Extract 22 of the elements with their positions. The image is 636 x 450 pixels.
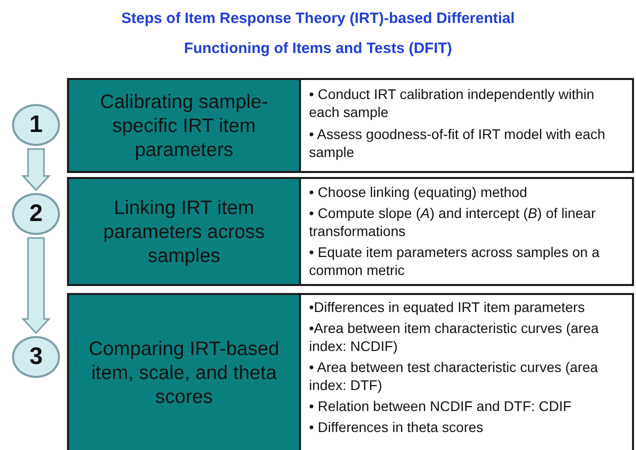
diagram-title: Steps of Item Response Theory (IRT)-based Differential Functioning of Items and Tests (DFIT) — [120, 9, 516, 59]
down-arrow — [21, 148, 51, 192]
bullet-item: • Assess goodness-of-fit of IRT model with each sample — [309, 125, 606, 161]
bullet-item: • Equate item parameters across samples on a common metric — [309, 243, 600, 279]
step-number-circle: 2 — [12, 193, 60, 235]
details-panel — [301, 293, 634, 450]
step-box: Comparing IRT-based item, scale, and theta scores — [67, 293, 301, 450]
bullet-item: •Area between item characteristic curves (area index: NCDIF) — [309, 319, 600, 355]
bullet-item: • Conduct IRT calibration independently within each sample — [309, 85, 596, 121]
bullet-item: • Choose linking (equating) method — [309, 183, 528, 201]
bullet-item: •Differences in equated IRT item parameters — [309, 298, 586, 316]
down-arrow — [21, 237, 51, 334]
bullet-item: • Compute slope (A) and intercept (B) of linear transformations — [309, 204, 597, 240]
step-box: Linking IRT item parameters across samples — [67, 177, 301, 286]
details-panel — [301, 78, 634, 173]
bullet-item: • Relation between NCDIF and DTF: CDIF — [309, 397, 572, 415]
step-number-circle: 3 — [12, 336, 60, 378]
step-number-circle: 1 — [12, 104, 60, 146]
bullet-item: • Differences in theta scores — [309, 418, 484, 436]
bullet-item: • Area between test characteristic curves (area index: DTF) — [309, 358, 599, 394]
details-panel — [301, 177, 634, 286]
step-box: Calibrating sample-specific IRT item parameters — [67, 78, 301, 173]
